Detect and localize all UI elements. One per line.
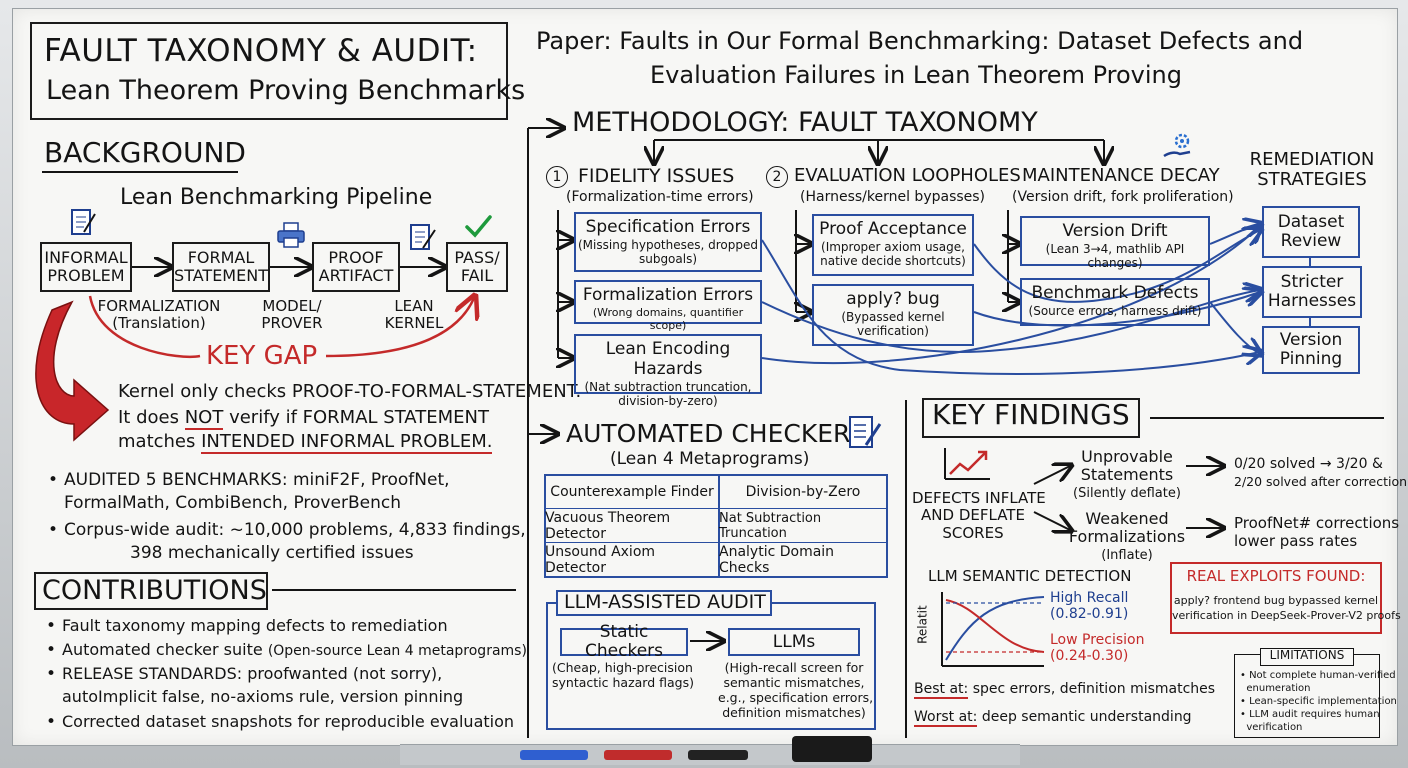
- llm-audit-title-bg: [556, 590, 772, 616]
- contrib-item-2: Automated checker suite (Open-source Lea…: [46, 640, 527, 660]
- best-at: Best at: spec errors, definition mismatc…: [914, 681, 1216, 699]
- paper-title-line1: Paper: Faults in Our Formal Benchmarking…: [536, 27, 1304, 55]
- label-lean-kernel: LEAN KERNEL: [384, 297, 444, 332]
- gap-text-line1: Kernel only checks PROOF-TO-FORMAL-STATE…: [118, 381, 582, 402]
- pipeline-title: Lean Benchmarking Pipeline: [120, 185, 433, 210]
- checkmark-icon: [464, 214, 492, 238]
- blue-marker[interactable]: [520, 750, 588, 760]
- label-formalization: FORMALIZATION (Translation): [97, 297, 221, 332]
- audit-bullet: AUDITED 5 BENCHMARKS: miniF2F, ProofNet,: [48, 470, 450, 491]
- corpus-bullet: Corpus-wide audit: ~10,000 problems, 4,8…: [48, 520, 526, 541]
- contrib-item-3-cont: autoImplicit false, no-axioms rule, vers…: [62, 687, 464, 706]
- worst-at: Worst at: deep semantic understanding: [914, 709, 1192, 727]
- contrib-item-3: RELEASE STANDARDS: proofwanted (not sorr…: [46, 664, 442, 685]
- methodology-heading: METHODOLOGY: FAULT TAXONOMY: [572, 107, 1038, 138]
- red-marker[interactable]: [604, 750, 672, 760]
- checkers-heading: AUTOMATED CHECKERS: [566, 419, 867, 448]
- key-findings-box: [922, 398, 1140, 438]
- checker-cell: Unsound Axiom Detector: [544, 542, 720, 578]
- fidelity-title: FIDELITY ISSUES: [578, 165, 735, 187]
- node-pass-fail: PASS/ FAIL: [446, 242, 508, 292]
- maintenance-sub: (Version drift, fork proliferation): [1012, 189, 1234, 205]
- corpus-bullet-cont: 398 mechanically certified issues: [130, 543, 414, 563]
- black-marker[interactable]: [688, 750, 748, 760]
- dataset-review-box: Dataset Review: [1262, 206, 1360, 258]
- maintenance-title: MAINTENANCE DECAY: [1022, 165, 1220, 186]
- exploits-title: REAL EXPLOITS FOUND:: [1186, 567, 1366, 585]
- gap-text-line3: matches INTENDED INFORMAL PROBLEM.: [118, 431, 493, 454]
- node-formal-statement: FORMAL STATEMENT: [172, 242, 270, 292]
- spec-errors-box: Specification Errors (Missing hypotheses…: [574, 212, 762, 272]
- checker-cell: Analytic Domain Checks: [718, 542, 888, 578]
- notepad-icon: [70, 208, 96, 238]
- title-line1: FAULT TAXONOMY & AUDIT:: [44, 33, 478, 69]
- fidelity-sub: (Formalization-time errors): [566, 189, 754, 205]
- limitations-title-box: [1260, 648, 1354, 666]
- formalization-errors-box: Formalization Errors (Wrong domains, qua…: [574, 280, 762, 332]
- key-findings-heading: KEY FINDINGS: [932, 398, 1130, 431]
- circle-number-2: 2: [766, 166, 788, 188]
- high-recall-label: High Recall(0.82-0.91): [1050, 590, 1129, 623]
- node-informal-problem: INFORMAL PROBLEM: [40, 242, 132, 292]
- contributions-heading: CONTRIBUTIONS: [42, 575, 267, 606]
- paper-title-line2: Evaluation Failures in Lean Theorem Prov…: [650, 61, 1182, 89]
- printer-icon: [276, 222, 306, 248]
- llms-box: LLMs: [728, 628, 860, 656]
- benchmark-defects-box: Benchmark Defects (Source errors, harnes…: [1020, 278, 1210, 326]
- label-model-prover: MODEL/ PROVER: [261, 297, 323, 332]
- clipboard-icon: [408, 222, 436, 252]
- apply-bug-box: apply? bug (Bypassed kernel verification…: [812, 284, 974, 346]
- not-emphasis: NOT: [184, 407, 224, 430]
- checker-cell: Counterexample Finder: [544, 474, 720, 509]
- background-heading: BACKGROUND: [44, 136, 246, 169]
- lean-encoding-hazards-box: Lean Encoding Hazards (Nat subtraction t…: [574, 334, 762, 408]
- chart-yaxis-label: Relatit: [915, 605, 930, 644]
- limitations-list: • Not complete human-verified enumeratio…: [1240, 670, 1397, 733]
- circle-number-1: 1: [546, 166, 568, 188]
- limitations-title: LIMITATIONS: [1269, 648, 1345, 662]
- node-proof-artifact: PROOF ARTIFACT: [312, 242, 400, 292]
- title-line2: Lean Theorem Proving Benchmarks: [46, 75, 526, 106]
- checker-cell: Division-by-Zero: [718, 474, 888, 509]
- audit-bullet-cont: FormalMath, CombiBench, ProverBench: [64, 493, 401, 513]
- exploits-box: [1170, 562, 1382, 634]
- key-gap-label: KEY GAP: [206, 341, 318, 371]
- low-precision-label: Low Precision(0.24-0.30): [1050, 632, 1145, 665]
- checker-cell: Nat Subtraction Truncation: [718, 508, 888, 543]
- contrib-item-1: Fault taxonomy mapping defects to remedi…: [46, 616, 448, 637]
- contributions-box: [34, 572, 268, 610]
- llm-detection-heading: LLM SEMANTIC DETECTION: [928, 567, 1132, 585]
- proof-acceptance-box: Proof Acceptance (Improper axiom usage, …: [812, 214, 974, 276]
- checker-cell: Vacuous Theorem Detector: [544, 508, 720, 543]
- trend-chart-icon: [942, 446, 992, 482]
- intended-emphasis: INTENDED INFORMAL PROBLEM.: [201, 431, 493, 454]
- title-box: [30, 22, 508, 120]
- loopholes-title: EVALUATION LOOPHOLES: [794, 165, 1021, 186]
- loopholes-sub: (Harness/kernel bypasses): [800, 189, 986, 205]
- eraser[interactable]: [792, 736, 872, 762]
- gap-text-line2: It does NOT verify if FORMAL STATEMENT: [118, 407, 489, 430]
- llm-audit-heading: LLM-ASSISTED AUDIT: [564, 591, 766, 613]
- gear-hand-icon: [1162, 130, 1194, 162]
- version-drift-box: Version Drift (Lean 3→4, mathlib API cha…: [1020, 216, 1210, 270]
- checklist-icon: [848, 414, 882, 452]
- static-checkers-box: Static Checkers: [560, 623, 688, 660]
- checkers-sub: (Lean 4 Metaprograms): [610, 449, 810, 469]
- result-unprovable: 0/20 solved → 3/20 &2/20 solved after co…: [1234, 456, 1408, 489]
- contrib-item-4: Corrected dataset snapshots for reproduc…: [46, 712, 514, 733]
- version-pinning-box: Version Pinning: [1262, 326, 1360, 374]
- stricter-harnesses-box: Stricter Harnesses: [1262, 266, 1362, 318]
